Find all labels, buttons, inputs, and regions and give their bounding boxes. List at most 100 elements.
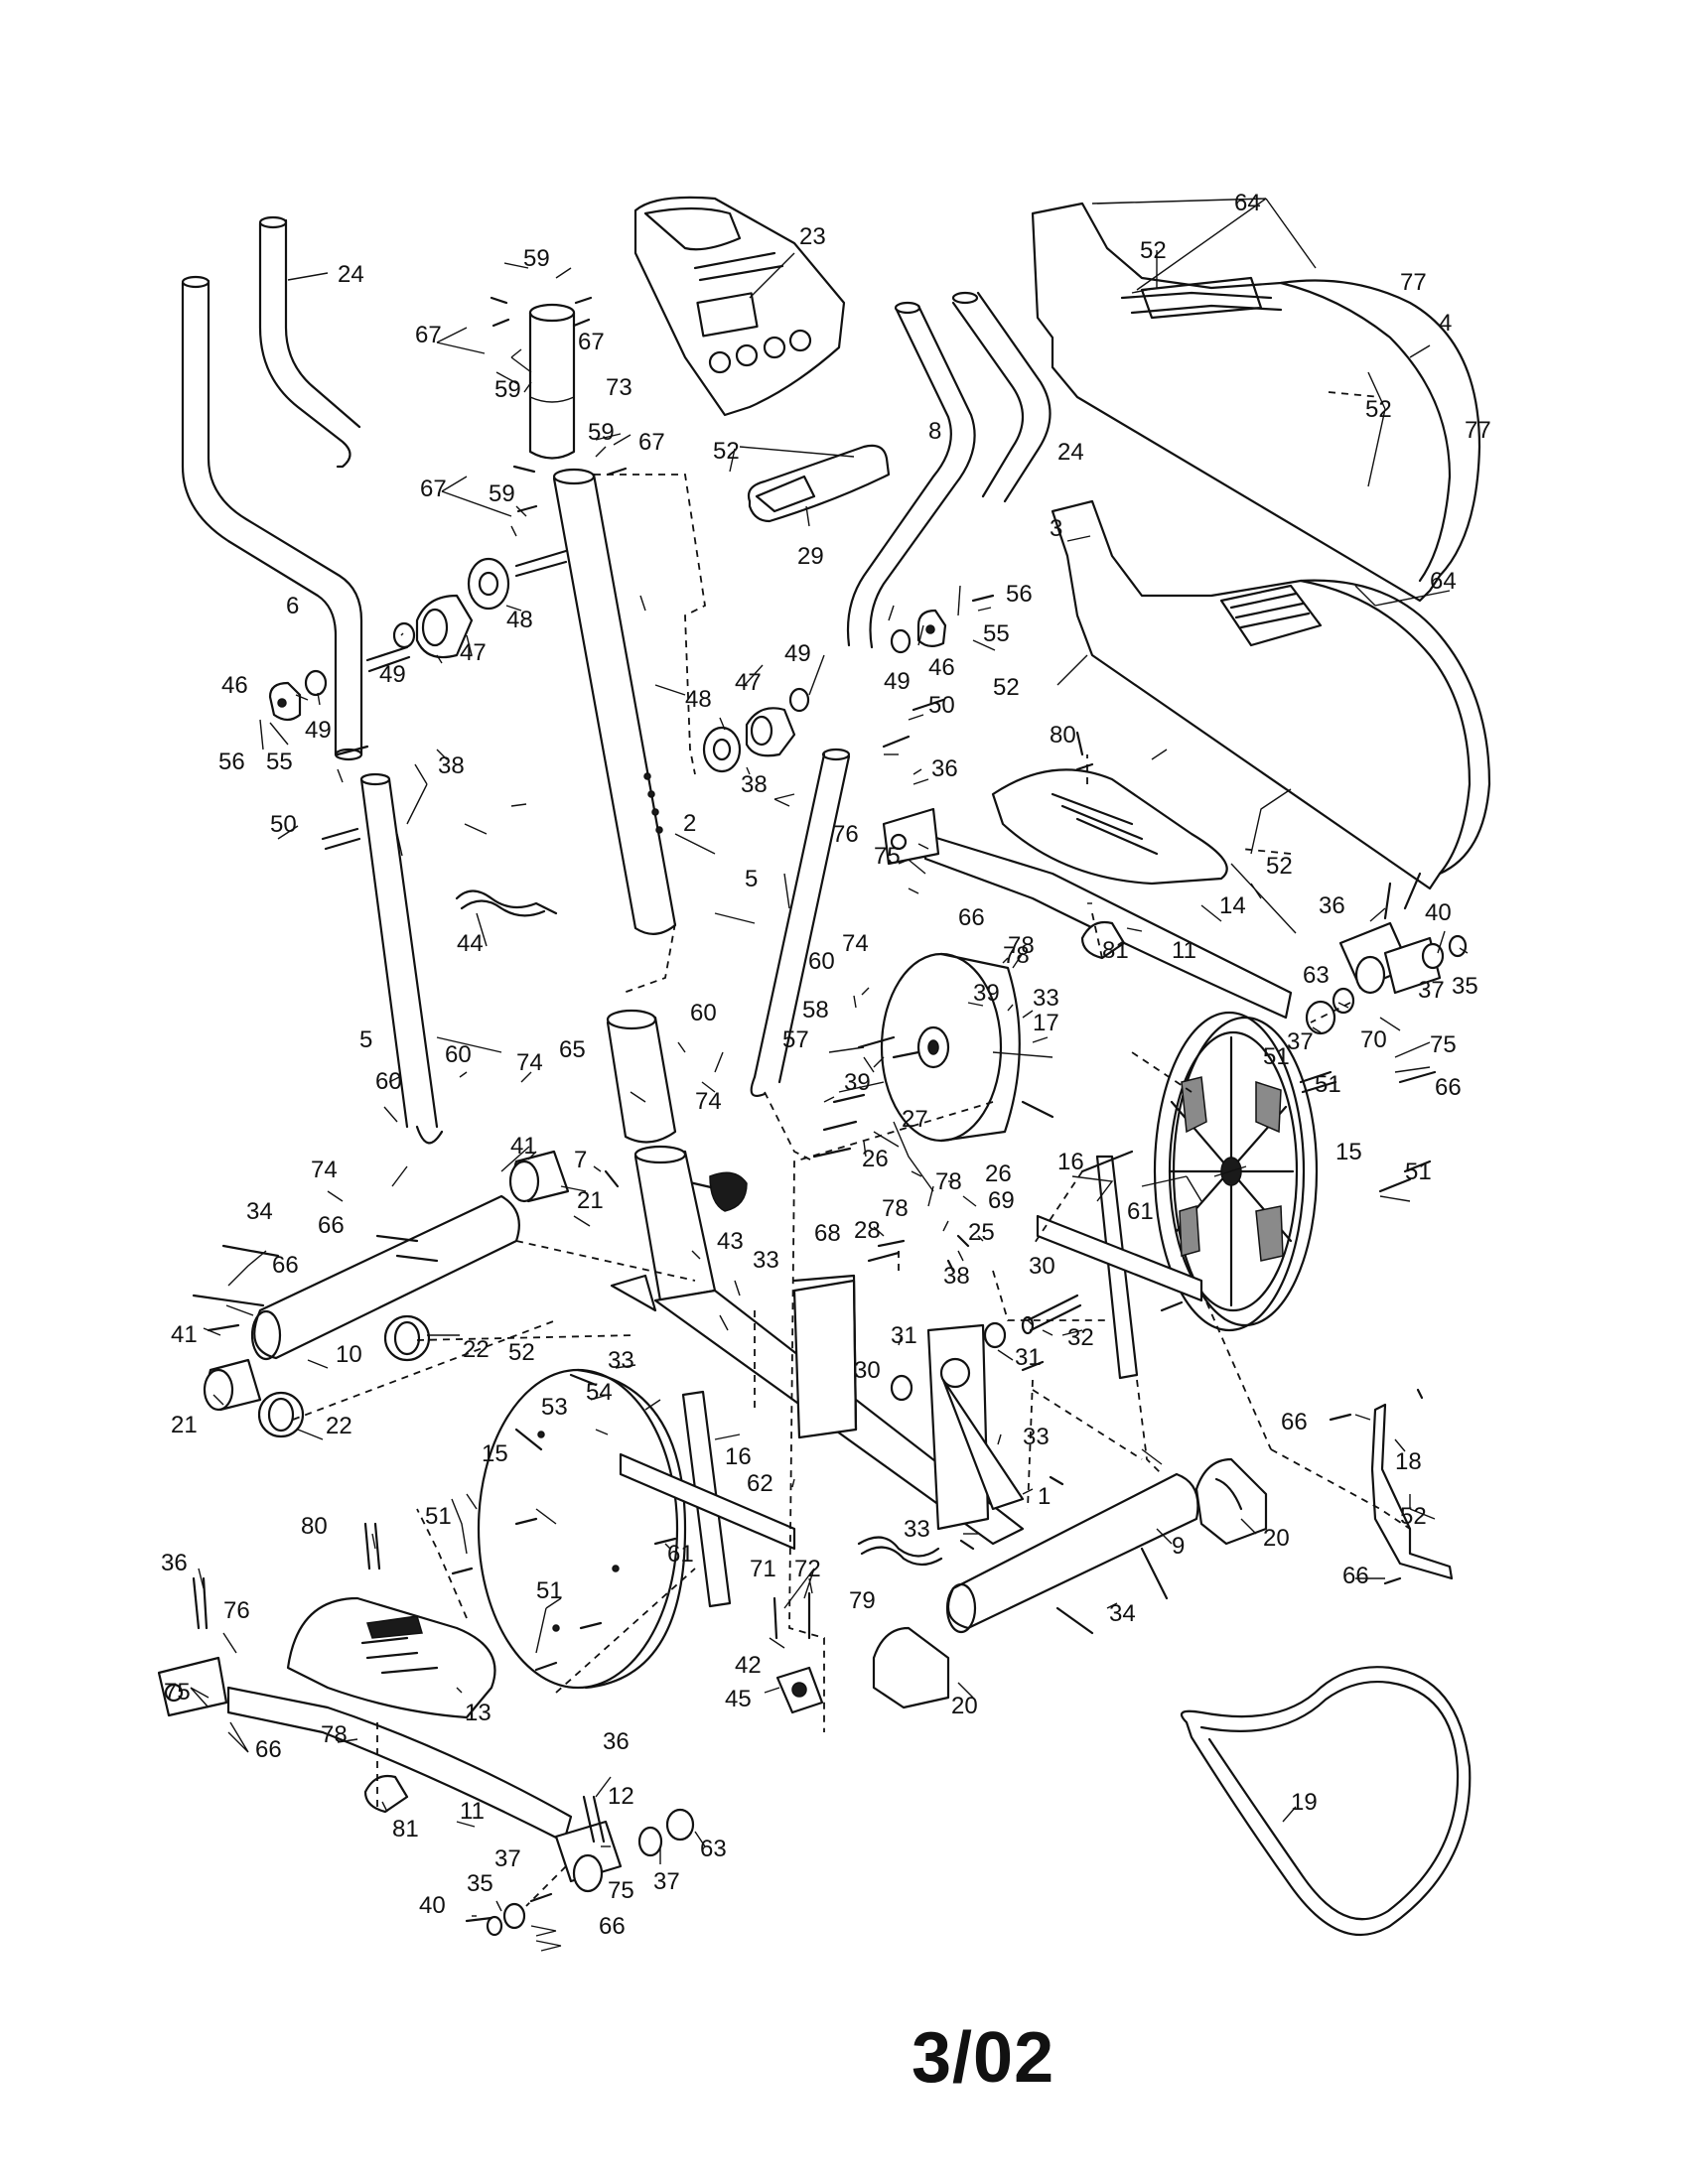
callout-66b: 66 — [1435, 1074, 1462, 1101]
callout-15a: 15 — [1335, 1139, 1362, 1165]
part-cap-46-left — [268, 681, 302, 722]
part-axle-left — [365, 549, 568, 673]
callout-33a: 33 — [1033, 985, 1059, 1012]
callout-31b: 31 — [891, 1322, 917, 1349]
part-crossbar-16-right — [1036, 1155, 1203, 1380]
callout-7: 7 — [574, 1147, 587, 1173]
callout-47a: 47 — [460, 639, 487, 666]
leader-lines — [190, 198, 1469, 1952]
part-wheel-63-right — [1305, 1000, 1336, 1035]
callout-52g: 52 — [1400, 1503, 1427, 1530]
callout-3: 3 — [1050, 515, 1062, 542]
callout-81b: 81 — [392, 1816, 419, 1843]
callout-60c: 60 — [445, 1041, 472, 1068]
callout-74d: 74 — [311, 1157, 338, 1183]
callout-11a: 11 — [1172, 937, 1196, 964]
callout-53: 53 — [541, 1394, 568, 1421]
part-tube-65 — [606, 1009, 677, 1144]
callout-56b: 56 — [1006, 581, 1033, 608]
callout-33c: 33 — [608, 1347, 634, 1374]
callout-38a: 38 — [438, 752, 465, 779]
callout-80b: 80 — [301, 1513, 328, 1540]
callout-65: 65 — [559, 1036, 586, 1063]
hardware-bolts — [192, 296, 1437, 1923]
callout-64a: 64 — [1234, 190, 1261, 216]
part-bracket-68 — [792, 1274, 858, 1432]
callout-74a: 74 — [842, 930, 869, 957]
callout-52e: 52 — [1266, 853, 1293, 880]
part-wheel-22-a — [383, 1314, 431, 1362]
callout-2: 2 — [683, 810, 696, 837]
callout-36b: 36 — [1319, 892, 1345, 919]
callout-34b: 34 — [1109, 1600, 1136, 1627]
callout-35a: 35 — [1452, 973, 1478, 1000]
part-endcap-21-right — [508, 1150, 570, 1203]
callout-56a: 56 — [218, 749, 245, 775]
part-bracket-18 — [1370, 1403, 1454, 1580]
callout-10: 10 — [336, 1341, 362, 1368]
callout-75a: 75 — [874, 843, 901, 870]
callout-52f: 52 — [508, 1339, 535, 1366]
part-bushing-left-63 — [637, 1808, 695, 1857]
callout-18: 18 — [1395, 1448, 1422, 1475]
part-wire-44 — [455, 889, 558, 917]
callout-78e: 78 — [321, 1721, 348, 1748]
part-cap-46-right — [916, 609, 947, 647]
callout-77a: 77 — [1400, 269, 1427, 296]
callout-37a: 37 — [1418, 977, 1445, 1004]
part-endcap-21-left — [203, 1358, 262, 1412]
part-shroud-3 — [1051, 499, 1491, 890]
part-crossbar-16-left — [619, 1390, 796, 1608]
callout-19: 19 — [1291, 1789, 1318, 1816]
callout-80a: 80 — [1050, 722, 1076, 749]
part-pivot-bracket-47-left — [415, 594, 474, 659]
callout-61b: 61 — [667, 1541, 694, 1568]
part-handle-arm-8-right — [846, 301, 976, 649]
part-bushing-49-left — [304, 621, 416, 697]
callout-62: 62 — [747, 1470, 773, 1497]
callout-20a: 20 — [1263, 1525, 1290, 1552]
callout-20b: 20 — [951, 1693, 978, 1719]
callout-8: 8 — [928, 418, 941, 445]
callout-60a: 60 — [808, 948, 835, 975]
callout-66a: 66 — [958, 904, 985, 931]
part-stabilizer-10 — [250, 1194, 520, 1361]
callout-13: 13 — [465, 1700, 491, 1726]
callout-38c: 38 — [943, 1263, 970, 1290]
callout-38b: 38 — [741, 771, 768, 798]
callout-78d: 78 — [882, 1195, 909, 1222]
callout-5a: 5 — [359, 1026, 372, 1053]
part-bushing-48-left — [467, 557, 510, 611]
assembly-lines — [292, 391, 1411, 1907]
callout-39a: 39 — [973, 980, 1000, 1007]
callout-44: 44 — [457, 930, 484, 957]
callout-66h: 66 — [599, 1913, 626, 1940]
callout-59c: 59 — [588, 419, 615, 446]
callout-71: 71 — [750, 1556, 776, 1582]
callout-60d: 60 — [375, 1068, 402, 1095]
callout-54: 54 — [586, 1379, 613, 1406]
callout-30a: 30 — [1029, 1253, 1055, 1280]
callout-79: 79 — [849, 1587, 876, 1614]
callout-27: 27 — [902, 1106, 928, 1133]
callout-78b: 78 — [1003, 942, 1030, 969]
callout-34a: 34 — [246, 1198, 273, 1225]
callout-42: 42 — [735, 1652, 762, 1679]
part-handlebar-24-right — [951, 291, 1052, 503]
callout-46a: 46 — [221, 672, 248, 699]
callout-labels: 1 2 3 4 5 5 6 7 8 9 10 11 11 12 13 14 15… — [161, 190, 1491, 1940]
callout-63b: 63 — [700, 1836, 727, 1862]
callout-52a: 52 — [1140, 237, 1167, 264]
callout-24b: 24 — [1057, 439, 1084, 466]
callout-50a: 50 — [928, 692, 955, 719]
callout-35b: 35 — [467, 1870, 493, 1897]
callout-61a: 61 — [1127, 1198, 1154, 1225]
part-leg-5-left — [359, 772, 444, 1145]
callout-49a: 49 — [379, 661, 406, 688]
callout-30b: 30 — [854, 1357, 881, 1384]
callout-26b: 26 — [985, 1160, 1012, 1187]
callout-69: 69 — [988, 1187, 1015, 1214]
part-wheel-22-b — [257, 1391, 305, 1438]
callout-78c: 78 — [935, 1168, 962, 1195]
callout-43: 43 — [717, 1228, 744, 1255]
